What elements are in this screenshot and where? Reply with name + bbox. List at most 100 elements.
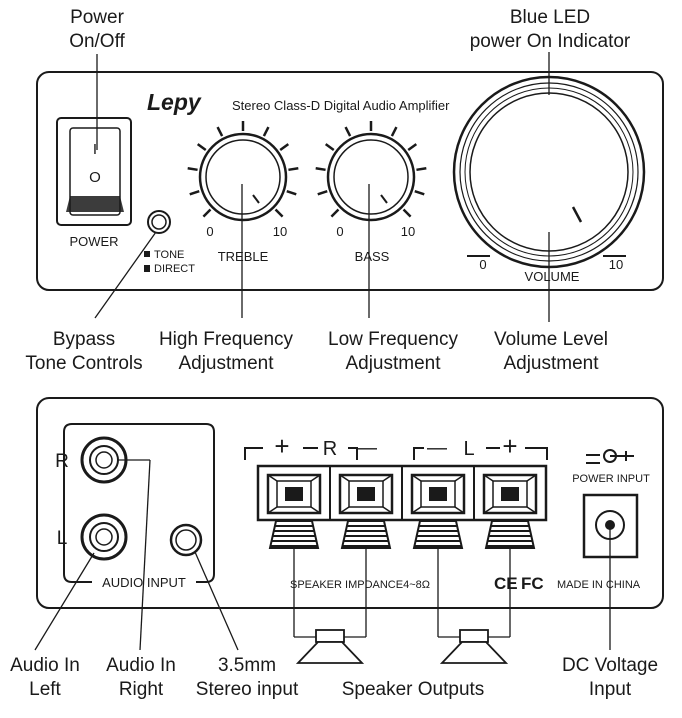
scale-tick	[187, 167, 198, 172]
tone-indicator-icon	[144, 251, 150, 257]
audio-input-outline	[63, 423, 215, 583]
treble-scale-ticks	[187, 121, 299, 218]
bass-scale-ticks	[315, 121, 427, 218]
direct-label: DIRECT	[154, 263, 195, 275]
treble-pointer	[252, 194, 260, 204]
switch-on-mark: I	[93, 141, 97, 158]
callout-led-line2: power On Indicator	[470, 31, 631, 52]
speaker-terminals	[266, 473, 538, 549]
right-minus-label: —	[357, 437, 377, 459]
callout-right-line1: Audio In	[106, 655, 176, 676]
speaker-terminal-clip[interactable]	[410, 473, 466, 549]
callout-stereo-line1: 3.5mm	[218, 655, 276, 676]
left-plus-label: +	[502, 431, 517, 461]
rca-r-label: R	[55, 451, 69, 472]
scale-tick	[274, 208, 284, 218]
treble-max: 10	[273, 224, 287, 239]
direct-indicator-icon	[144, 265, 150, 272]
speaker-wiring	[293, 548, 511, 638]
scale-tick	[279, 143, 290, 151]
bass-label: BASS	[355, 249, 390, 264]
scale-tick	[196, 143, 207, 151]
bass-max: 10	[401, 224, 415, 239]
rca-l-label: L	[57, 528, 68, 549]
treble-label: TREBLE	[218, 249, 269, 264]
scale-tick	[407, 143, 418, 151]
callout-dc-line2: Input	[589, 679, 632, 700]
scale-tick	[286, 190, 297, 196]
callout-power-line2: On/Off	[69, 31, 125, 52]
bottom-leader-lines	[34, 459, 611, 651]
rca-right-jack[interactable]	[80, 436, 128, 484]
switch-off-mark: O	[89, 169, 101, 186]
scale-tick	[416, 167, 427, 172]
volume-min: 0	[479, 257, 486, 272]
scale-tick	[344, 126, 352, 137]
callout-led-line1: Blue LED	[510, 7, 590, 28]
stereo-3-5mm-jack[interactable]	[169, 523, 203, 557]
callout-left-line1: Audio In	[10, 655, 80, 676]
bass-pointer	[380, 194, 388, 204]
speaker-left-icon	[439, 629, 509, 664]
made-in-label: MADE IN CHINA	[557, 579, 641, 591]
scale-tick	[330, 208, 340, 218]
top-leader-lines	[96, 52, 550, 150]
tone-label: TONE	[154, 249, 184, 261]
scale-tick	[390, 126, 398, 137]
callout-speaker-outputs: Speaker Outputs	[342, 679, 485, 700]
power-label: POWER	[69, 234, 118, 249]
right-plus-label: +	[274, 431, 289, 461]
brand-logo: Lepy	[147, 89, 202, 115]
speaker-impedance-text: SPEAKER IMPDANCE4~8Ω	[290, 579, 430, 591]
bass-min: 0	[336, 224, 343, 239]
scale-tick	[324, 143, 335, 151]
callout-left-line2: Left	[29, 679, 61, 700]
callout-hf-line1: High Frequency	[159, 329, 294, 350]
front-panel	[36, 71, 664, 291]
right-channel-label: R	[323, 438, 337, 460]
callout-power-line1: Power	[70, 7, 125, 28]
tone-direct-button[interactable]	[147, 210, 171, 234]
speaker-terminal-clip[interactable]	[338, 473, 394, 549]
scale-tick	[315, 167, 326, 172]
scale-tick	[216, 126, 224, 137]
speaker-terminal-clip[interactable]	[266, 473, 322, 549]
treble-min: 0	[206, 224, 213, 239]
power-input-label: POWER INPUT	[572, 473, 650, 485]
panel-subtitle: Stereo Class-D Digital Audio Amplifier	[232, 98, 450, 113]
mid-leader-lines	[94, 184, 550, 322]
scale-tick	[402, 208, 412, 218]
callout-bypass-line1: Bypass	[53, 329, 115, 350]
scale-tick	[288, 167, 299, 172]
callout-lf-line2: Adjustment	[345, 353, 441, 374]
volume-max: 10	[609, 257, 623, 272]
speaker-right-icon	[295, 629, 365, 664]
volume-pointer	[571, 206, 583, 223]
callout-dc-line1: DC Voltage	[562, 655, 658, 676]
volume-label: VOLUME	[525, 269, 580, 284]
ce-mark: CE	[494, 574, 518, 593]
scale-tick	[414, 190, 425, 196]
speaker-terminal-bracket	[244, 447, 548, 460]
callout-right-line2: Right	[119, 679, 164, 700]
dc-polarity-icon	[586, 449, 634, 464]
scale-tick	[202, 208, 212, 218]
bass-knob[interactable]	[326, 132, 416, 222]
callout-lf-line1: Low Frequency	[328, 329, 458, 350]
callout-bypass-line2: Tone Controls	[25, 353, 142, 374]
rear-panel	[36, 397, 664, 609]
left-minus-label: —	[427, 437, 447, 459]
callout-vol-line1: Volume Level	[494, 329, 608, 350]
callout-stereo-line2: Stereo input	[196, 679, 299, 700]
scale-tick	[189, 190, 200, 196]
treble-knob[interactable]	[198, 132, 288, 222]
scale-tick	[262, 126, 270, 137]
fc-mark: FC	[521, 574, 544, 593]
callout-vol-line2: Adjustment	[503, 353, 599, 374]
scale-tick	[317, 190, 328, 196]
rca-left-jack[interactable]	[80, 513, 128, 561]
speaker-terminal-clip[interactable]	[482, 473, 538, 549]
power-switch[interactable]: I O	[56, 117, 132, 226]
left-channel-label: L	[463, 438, 474, 460]
